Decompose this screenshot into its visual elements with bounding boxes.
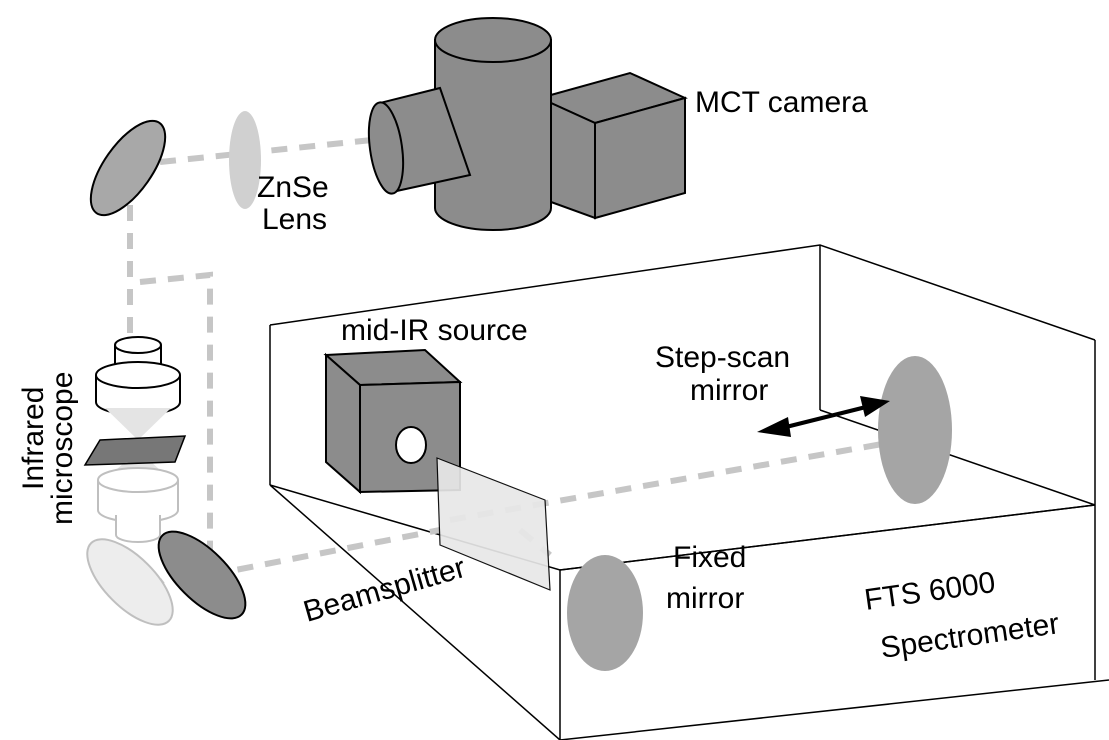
step-scan-mirror xyxy=(878,356,952,504)
fixed-mirror-label-line2: mirror xyxy=(666,582,744,615)
mid-ir-source xyxy=(323,348,463,495)
beamsplitter-label: Beamsplitter xyxy=(300,551,469,629)
infrared-label-line2: microscope xyxy=(46,372,79,525)
infrared-label-line1: Infrared xyxy=(17,387,50,490)
sample-stage xyxy=(83,435,187,466)
fts-label-line1: FTS 6000 xyxy=(862,566,997,617)
beamsplitter xyxy=(436,457,551,591)
lower-mirror xyxy=(157,530,247,620)
znse-lens xyxy=(229,111,261,209)
znse-label-line2: Lens xyxy=(262,203,327,236)
mct-camera-label: MCT camera xyxy=(695,86,868,119)
step-scan-label-line1: Step-scan xyxy=(655,341,790,374)
infrared-microscope xyxy=(83,336,187,543)
faded-mirror xyxy=(86,538,174,626)
step-scan-label-line2: mirror xyxy=(690,374,768,407)
znse-label-line1: ZnSe xyxy=(257,171,329,204)
fixed-mirror xyxy=(567,555,643,671)
mct-camera xyxy=(367,17,688,231)
mid-ir-source-label: mid-IR source xyxy=(341,314,528,347)
double-arrow xyxy=(757,396,890,437)
fixed-mirror-label-line1: Fixed xyxy=(673,541,746,574)
spectrometer-box xyxy=(269,244,1109,740)
top-left-mirror xyxy=(89,119,167,217)
fts-label-line2: Spectrometer xyxy=(878,607,1061,665)
